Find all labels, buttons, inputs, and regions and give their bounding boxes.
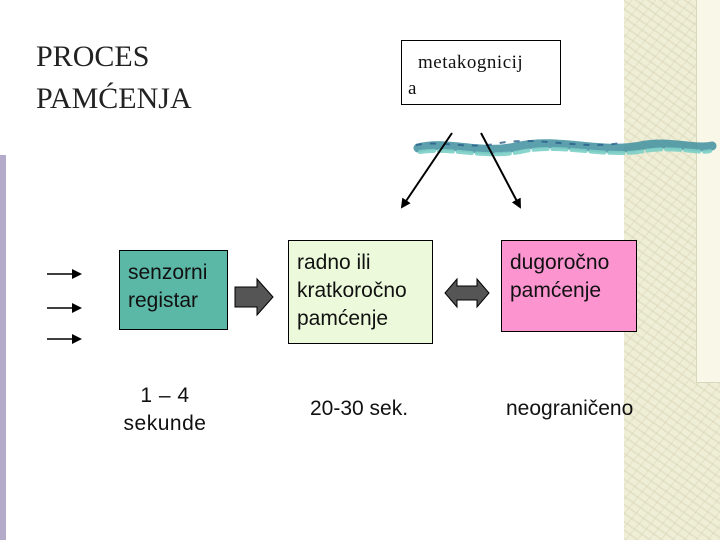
working-label-line-3: pamćenje [297, 305, 432, 333]
sensory-register-box: senzorni registar [119, 250, 228, 330]
working-duration-label: 20-30 sek. [310, 397, 408, 421]
sensory-label-line-2: registar [128, 287, 227, 315]
long-term-duration-label: neograničeno [506, 397, 633, 421]
long-term-memory-box: dugoročno pamćenje [501, 240, 637, 332]
sensory-label-line-1: senzorni [128, 259, 227, 287]
working-memory-box: radno ili kratkoročno pamćenje [288, 240, 433, 344]
arrow-sensory-to-working [235, 279, 273, 315]
working-label-line-2: kratkoročno [297, 277, 432, 305]
sensory-duration-line-1: 1 – 4 [105, 382, 225, 410]
working-label-line-1: radno ili [297, 249, 432, 277]
brush-stroke-decoration [416, 141, 712, 154]
long-term-label-line-1: dugoročno [510, 249, 636, 277]
sensory-input-arrows [47, 274, 80, 339]
bidirectional-arrow-working-long-term [445, 279, 489, 307]
sensory-duration-label: 1 – 4 sekunde [105, 382, 225, 438]
long-term-label-line-2: pamćenje [510, 277, 636, 305]
sensory-duration-line-2: sekunde [105, 410, 225, 438]
